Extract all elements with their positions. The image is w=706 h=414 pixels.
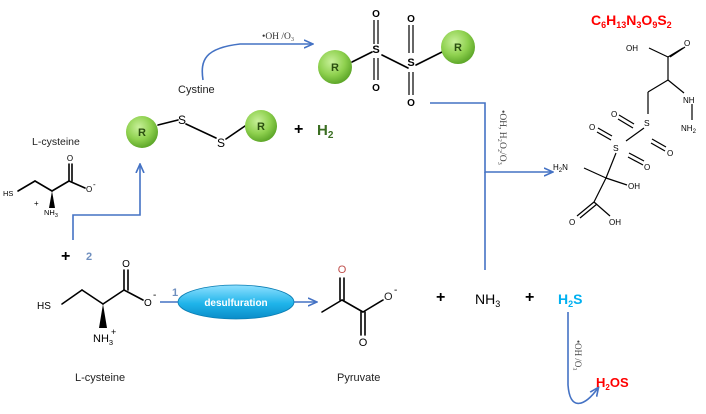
struct-s: S	[613, 143, 619, 153]
oxygen-label: O	[407, 14, 415, 25]
struct-o: O	[667, 149, 673, 158]
product-structure: OH O NH NH2 S S O O O O H2N OH O OH	[553, 39, 697, 227]
oxygen-label: O	[407, 98, 415, 109]
oxidant-label-bottom: •OH /O₃	[573, 340, 583, 371]
pyruvate-label: Pyruvate	[337, 372, 380, 384]
oxygen-label: O	[384, 291, 393, 303]
arrow-cystine-oxidation	[201, 44, 312, 81]
oxygen-label: O	[372, 83, 380, 94]
plus-sign: +	[436, 289, 445, 306]
desulfuration-enzyme	[177, 284, 295, 320]
hs-label: HS	[3, 189, 13, 198]
lcysteine-molecule-top: HS O O - NH3 +	[3, 154, 96, 219]
oxidized-disulfide: R R S S O O O O	[318, 9, 475, 109]
hs-label: HS	[37, 301, 51, 312]
struct-nh2: NH2	[681, 124, 697, 135]
struct-nh: NH	[683, 96, 695, 105]
r-group-ball	[441, 30, 475, 64]
struct-o: O	[611, 110, 617, 119]
r-group-ball	[126, 116, 158, 148]
ammonia-product: NH3	[475, 291, 500, 309]
r-group-ball	[318, 50, 352, 84]
struct-o: O	[569, 218, 575, 227]
r-label: R	[257, 121, 265, 133]
sulfur-label: S	[178, 113, 186, 127]
r-group-ball	[245, 110, 277, 142]
oxygen-label: O	[144, 298, 152, 309]
enzyme-label: desulfuration	[204, 298, 267, 309]
pyruvate-molecule: O O - O	[321, 264, 397, 349]
hydrogen-sulfide-product: H2S	[558, 291, 582, 309]
sulfur-label: S	[372, 44, 379, 56]
molecular-formula: C6H13N3O9S2	[591, 12, 672, 30]
cystine-molecule: R R S S	[126, 110, 277, 150]
h2os-product: H2OS	[596, 375, 629, 392]
arrow-step2	[72, 165, 140, 240]
step-2-label: 2	[86, 251, 92, 263]
struct-oh: OH	[628, 182, 640, 191]
sulfur-label: S	[217, 136, 225, 150]
lcysteine-molecule-bottom: HS O O - NH3 +	[37, 259, 156, 347]
struct-oh: OH	[626, 44, 638, 53]
oxygen-label: O	[67, 154, 73, 163]
charge-minus: -	[394, 285, 397, 296]
oxygen-label: O	[86, 185, 92, 194]
plus-sign: +	[294, 121, 303, 138]
oxygen-label: O	[372, 9, 380, 20]
struct-s: S	[644, 118, 650, 128]
r-label: R	[138, 127, 146, 139]
plus-sign: +	[525, 289, 534, 306]
struct-oh: OH	[609, 218, 621, 227]
struct-o: O	[644, 163, 650, 172]
r-label: R	[454, 42, 462, 54]
cystine-label: Cystine	[178, 84, 215, 96]
lcysteine-label-top: L-cysteine	[32, 136, 80, 148]
step-1-label: 1	[172, 287, 178, 299]
ammonium-label: NH3	[93, 333, 113, 347]
lcysteine-label-bottom: L-cysteine	[75, 372, 125, 384]
charge-minus: -	[153, 290, 156, 301]
hydrogen-product: H2	[317, 122, 334, 141]
r-label: R	[331, 62, 339, 74]
oxygen-label: O	[122, 259, 130, 270]
plus-sign: +	[61, 248, 70, 265]
arrow-to-product	[430, 102, 552, 172]
ammonium-label: NH3	[44, 208, 58, 219]
sulfur-label: S	[407, 57, 414, 69]
charge-minus: -	[93, 180, 96, 189]
oxygen-label: O	[359, 337, 368, 349]
oxygen-label: O	[338, 264, 347, 276]
arrow-h2s-oxidation	[567, 312, 598, 405]
struct-o: O	[684, 39, 690, 48]
charge-plus: +	[111, 327, 116, 337]
struct-o: O	[589, 123, 595, 132]
oxidant-label-vertical: •OH, H₂O₂/O₃	[497, 110, 507, 165]
charge-plus: +	[34, 199, 39, 208]
struct-h2n: H2N	[553, 163, 568, 174]
oxidant-label-top: •OH /O₃	[262, 32, 294, 42]
